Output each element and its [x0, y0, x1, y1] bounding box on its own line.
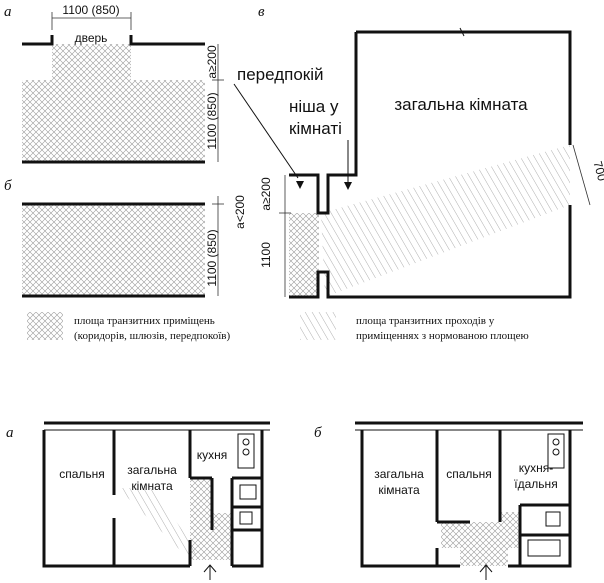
- niche-label-1: ніша у: [289, 97, 339, 116]
- room-wall-top-right: [356, 30, 572, 145]
- side-dim-a: а<200: [233, 195, 247, 229]
- transit-area-crosshatch: [22, 204, 205, 296]
- figure-a: а 1100 (850) дверь а≥200 1100 (850): [4, 3, 224, 164]
- kitchen-label-2: їдальня: [513, 477, 557, 491]
- burner-icon: [552, 448, 560, 456]
- legend-hatch-line-1: площа транзитних проходів у: [356, 315, 495, 327]
- kitchen-label: кухня: [197, 448, 228, 462]
- living-label-2: кімната: [378, 483, 420, 497]
- toilet-icon: [545, 511, 561, 527]
- bottom-wall: [289, 205, 572, 299]
- burner-icon: [552, 438, 560, 446]
- figure-a-letter: а: [4, 4, 12, 20]
- side-dim-main: 1100 (850): [205, 229, 219, 286]
- figure-v: в а≥200 1100 700 передпокій ніша у кімна…: [233, 4, 604, 299]
- burner-icon: [242, 438, 250, 446]
- dim-700-line: [572, 144, 591, 206]
- bathtub-icon: [527, 539, 561, 557]
- outer-walls: [360, 430, 572, 568]
- side-dim-main: 1100 (850): [205, 92, 219, 149]
- plan-a: а спальня загальна кімната кухня: [6, 421, 270, 580]
- top-dimension-label: 1100 (850): [62, 3, 119, 17]
- break-mark: [459, 27, 465, 37]
- toilet-icon: [239, 511, 253, 525]
- living-label-2: кімната: [131, 479, 173, 493]
- dim-a-label: а≥200: [259, 177, 273, 211]
- figure-b: б а<200 1100 (850): [4, 178, 247, 298]
- outer-walls: [42, 430, 264, 568]
- dim-700-label: 700: [591, 159, 604, 182]
- legend-crosshatch-line-1: площа транзитних приміщень: [74, 315, 215, 327]
- niche-label-2: кімнаті: [289, 119, 342, 138]
- kitchen-label-1: кухня-: [519, 461, 554, 475]
- legend-crosshatch-line-2: (коридорів, шлюзів, передпокоїв): [74, 330, 230, 342]
- vestibule-crosshatch: [289, 213, 319, 297]
- plan-b-letter: б: [314, 425, 322, 441]
- top-wall: [22, 35, 205, 46]
- legend-hatch-swatch: [300, 312, 336, 340]
- room-passage-hatch: [321, 145, 570, 297]
- burner-icon: [242, 448, 250, 456]
- bedroom-label: спальня: [446, 467, 492, 481]
- legend-hatch-line-2: приміщеннях з нормованою площею: [356, 330, 529, 342]
- transit-area-crosshatch: [22, 44, 205, 162]
- plan-b: б загальна кімната спальня кухня- їдальн…: [314, 421, 583, 580]
- living-label-1: загальна: [127, 463, 177, 477]
- room-wall: [289, 32, 358, 215]
- legend-crosshatch-swatch: [27, 312, 63, 340]
- room-label: загальна кімната: [394, 95, 528, 114]
- door-label: дверь: [75, 31, 108, 45]
- legend: площа транзитних приміщень (коридорів, ш…: [27, 312, 529, 342]
- arrow-icon: [344, 182, 352, 190]
- plan-b-corridor-crosshatch: [441, 512, 520, 566]
- dim-1100-label: 1100: [259, 242, 273, 268]
- plan-a-hatch: [118, 488, 198, 560]
- living-label-1: загальна: [374, 467, 424, 481]
- vestibule-label: передпокій: [237, 65, 324, 84]
- kitchen-stove: [547, 433, 565, 469]
- entrance-arrow-icon: [203, 564, 217, 580]
- plan-a-letter: а: [6, 425, 14, 441]
- vestibule-leader: [233, 83, 299, 179]
- kitchen-stove: [237, 433, 255, 469]
- figure-b-letter: б: [4, 178, 12, 194]
- figure-v-letter: в: [258, 4, 265, 20]
- side-dim-a: а≥200: [205, 45, 219, 79]
- bedroom-label: спальня: [59, 467, 105, 481]
- bathtub-icon: [239, 484, 257, 500]
- entrance-arrow-icon: [479, 564, 493, 580]
- arrow-icon: [296, 181, 304, 189]
